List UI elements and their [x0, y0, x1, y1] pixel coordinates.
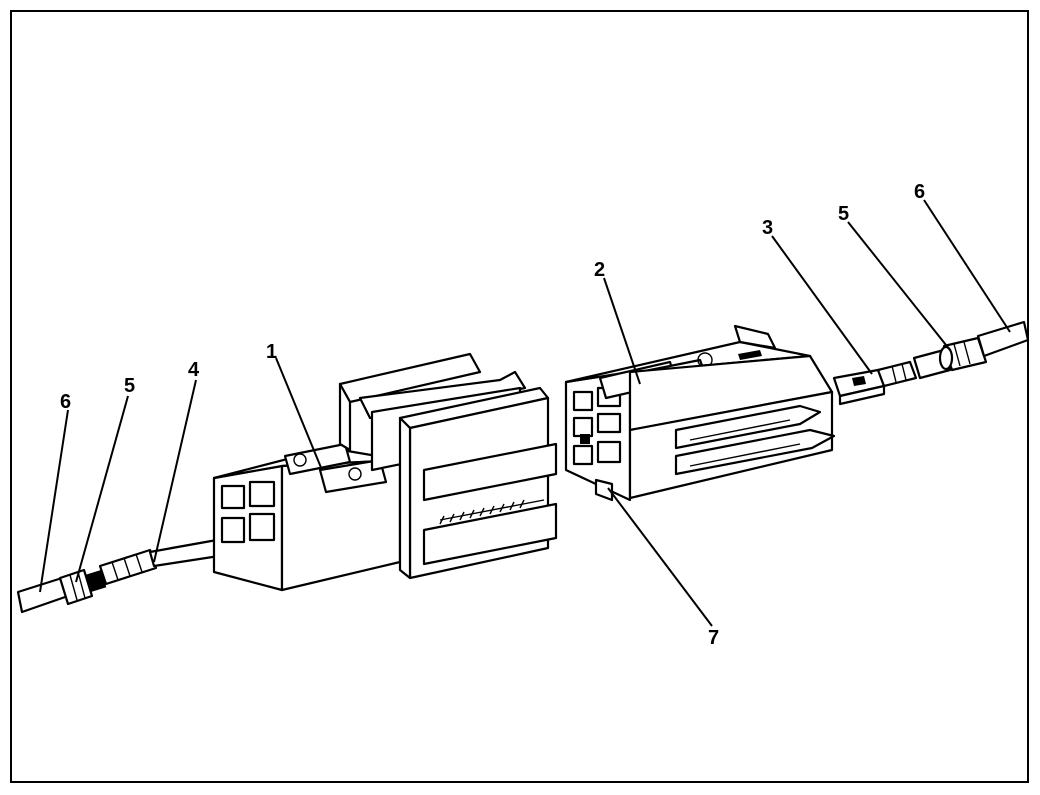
leader-line-6-right	[923, 199, 1011, 333]
left-terminal	[98, 536, 234, 586]
callout-6-right: 6	[914, 181, 925, 203]
right-terminal	[832, 360, 918, 406]
callout-1: 1	[266, 341, 277, 363]
leader-lines	[39, 199, 1011, 627]
leader-line-4	[153, 379, 197, 563]
connector-housing-left	[212, 352, 558, 592]
callout-6-left: 6	[60, 391, 71, 413]
leader-line-5-right	[847, 221, 951, 351]
callout-5-left: 5	[124, 375, 135, 397]
leader-line-1	[275, 357, 323, 471]
leader-line-6-left	[39, 409, 69, 593]
connector-housing-right	[564, 324, 836, 502]
left-seal	[58, 568, 107, 606]
leader-line-3	[771, 235, 873, 375]
leader-line-5-left	[75, 395, 129, 583]
callout-5-right: 5	[838, 203, 849, 225]
callout-4: 4	[188, 359, 200, 381]
callout-3: 3	[762, 217, 773, 239]
right-seal	[912, 336, 988, 380]
leader-line-7	[607, 487, 713, 627]
callout-7: 7	[708, 627, 719, 649]
callout-labels: 6 5 4 1 2 3 5 6 7	[60, 181, 925, 649]
leader-line-2	[603, 277, 641, 385]
callout-2: 2	[594, 259, 605, 281]
diagram-frame	[10, 10, 1029, 783]
right-wire	[976, 320, 1030, 358]
